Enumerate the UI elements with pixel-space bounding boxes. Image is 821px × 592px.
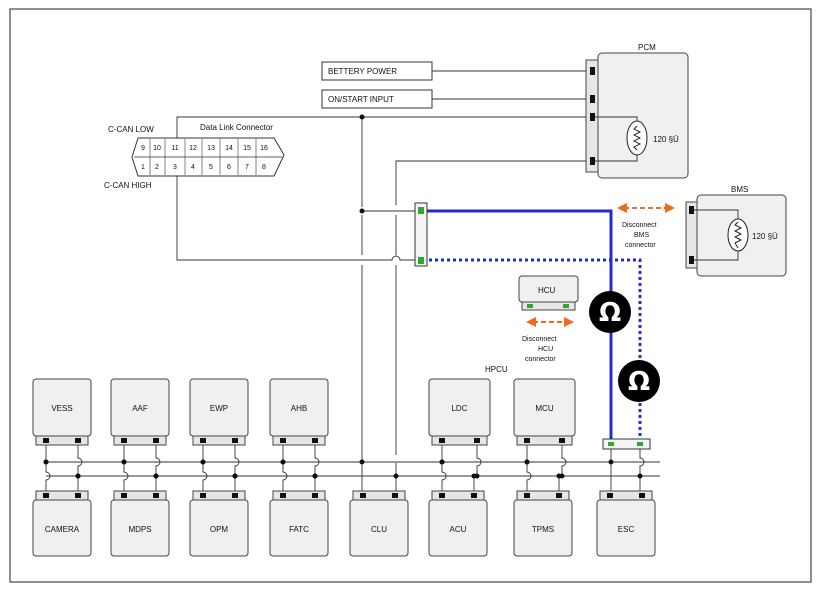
module-tpms: TPMS xyxy=(513,490,573,557)
bottom-module-row: CAMERA MDPS OPM FATC CLU ACU TPMS ESC xyxy=(32,490,656,557)
dlc-pin-16: 16 xyxy=(260,145,268,152)
battery-power-box: BETTERY POWER xyxy=(321,61,433,81)
dlc-pin-14: 14 xyxy=(225,145,233,152)
bms-note-line3: connector xyxy=(625,242,656,249)
module-label: MDPS xyxy=(128,525,151,534)
bms-connector xyxy=(414,202,428,267)
module-label: AHB xyxy=(291,404,307,413)
top-module-row: VESS AAF EWP AHB LDC MCU xyxy=(32,378,576,446)
on-start-input-label: ON/START INPUT xyxy=(328,95,394,104)
module-label: TPMS xyxy=(532,525,554,534)
module-label: MCU xyxy=(535,404,553,413)
battery-power-label: BETTERY POWER xyxy=(328,67,397,76)
bms-disconnect-arrow xyxy=(617,203,675,213)
module-ewp: EWP xyxy=(189,378,249,446)
on-start-input-box: ON/START INPUT xyxy=(321,89,433,109)
wiring xyxy=(46,70,660,495)
module-ldc: LDC xyxy=(428,378,491,446)
module-label: LDC xyxy=(451,404,467,413)
omega-icon: Ω xyxy=(599,298,621,328)
dlc-pin-13: 13 xyxy=(207,145,215,152)
hcu-note-line1: Disconnect xyxy=(522,336,557,343)
hcu-module: HCU xyxy=(518,275,579,311)
module-label: CAMERA xyxy=(45,525,80,534)
module-label: VESS xyxy=(51,404,72,413)
dlc-pin-12: 12 xyxy=(189,145,197,152)
can-low-label: C-CAN LOW xyxy=(108,125,154,134)
module-fatc: FATC xyxy=(269,490,329,557)
module-ahb: AHB xyxy=(269,378,329,446)
dlc-pin-9: 9 xyxy=(141,145,145,152)
hcu-disconnect-arrow xyxy=(526,317,574,327)
dlc-pin-4: 4 xyxy=(191,164,195,171)
bms-module: BMS 120 §Ü xyxy=(685,185,787,277)
data-link-connector: Data Link Connector C-CAN LOW C-CAN HIGH… xyxy=(104,123,285,190)
module-acu: ACU xyxy=(428,490,488,557)
dlc-pin-6: 6 xyxy=(227,164,231,171)
pcm-resistor-label: 120 §Ü xyxy=(653,135,679,144)
esc-test-connector xyxy=(602,438,651,450)
dlc-pin-10: 10 xyxy=(153,145,161,152)
module-camera: CAMERA xyxy=(32,490,92,557)
hcu-note-line2: HCU xyxy=(538,346,553,353)
module-aaf: AAF xyxy=(110,378,170,446)
module-clu: CLU xyxy=(349,490,409,557)
bms-label: BMS xyxy=(731,185,748,194)
bus-drops xyxy=(43,445,645,491)
dlc-pin-7: 7 xyxy=(245,164,249,171)
pcm-module: PCM 120 §Ü xyxy=(585,43,689,179)
hcu-note-line3: connector xyxy=(525,356,556,363)
module-label: ESC xyxy=(618,525,635,534)
dlc-pin-3: 3 xyxy=(173,164,177,171)
dlc-title: Data Link Connector xyxy=(200,123,273,132)
pcm-label: PCM xyxy=(638,43,656,52)
bms-resistor-label: 120 §Ü xyxy=(752,232,778,241)
dlc-pin-8: 8 xyxy=(262,164,266,171)
omega-icon: Ω xyxy=(628,367,650,397)
bms-note-line1: Disconnect xyxy=(622,222,657,229)
bms-note-line2: BMS xyxy=(634,232,650,239)
module-label: EWP xyxy=(210,404,228,413)
dlc-pin-5: 5 xyxy=(209,164,213,171)
can-high-label: C-CAN HIGH xyxy=(104,181,152,190)
hpcu-label: HPCU xyxy=(485,365,508,374)
module-mcu: MCU xyxy=(513,378,576,446)
dlc-pin-11: 11 xyxy=(171,145,178,152)
module-label: AAF xyxy=(132,404,148,413)
module-label: CLU xyxy=(371,525,387,534)
module-label: OPM xyxy=(210,525,229,534)
dlc-pin-2: 2 xyxy=(155,164,159,171)
module-opm: OPM xyxy=(189,490,249,557)
module-vess: VESS xyxy=(32,378,92,446)
module-mdps: MDPS xyxy=(110,490,170,557)
module-label: FATC xyxy=(289,525,309,534)
module-label: ACU xyxy=(450,525,467,534)
module-esc: ESC xyxy=(596,490,656,557)
dlc-pin-15: 15 xyxy=(243,145,251,152)
ohmmeter-dotted: Ω xyxy=(618,360,660,402)
ohmmeter-solid: Ω xyxy=(589,291,631,333)
hcu-label: HCU xyxy=(538,286,556,295)
dlc-pin-1: 1 xyxy=(141,164,145,171)
